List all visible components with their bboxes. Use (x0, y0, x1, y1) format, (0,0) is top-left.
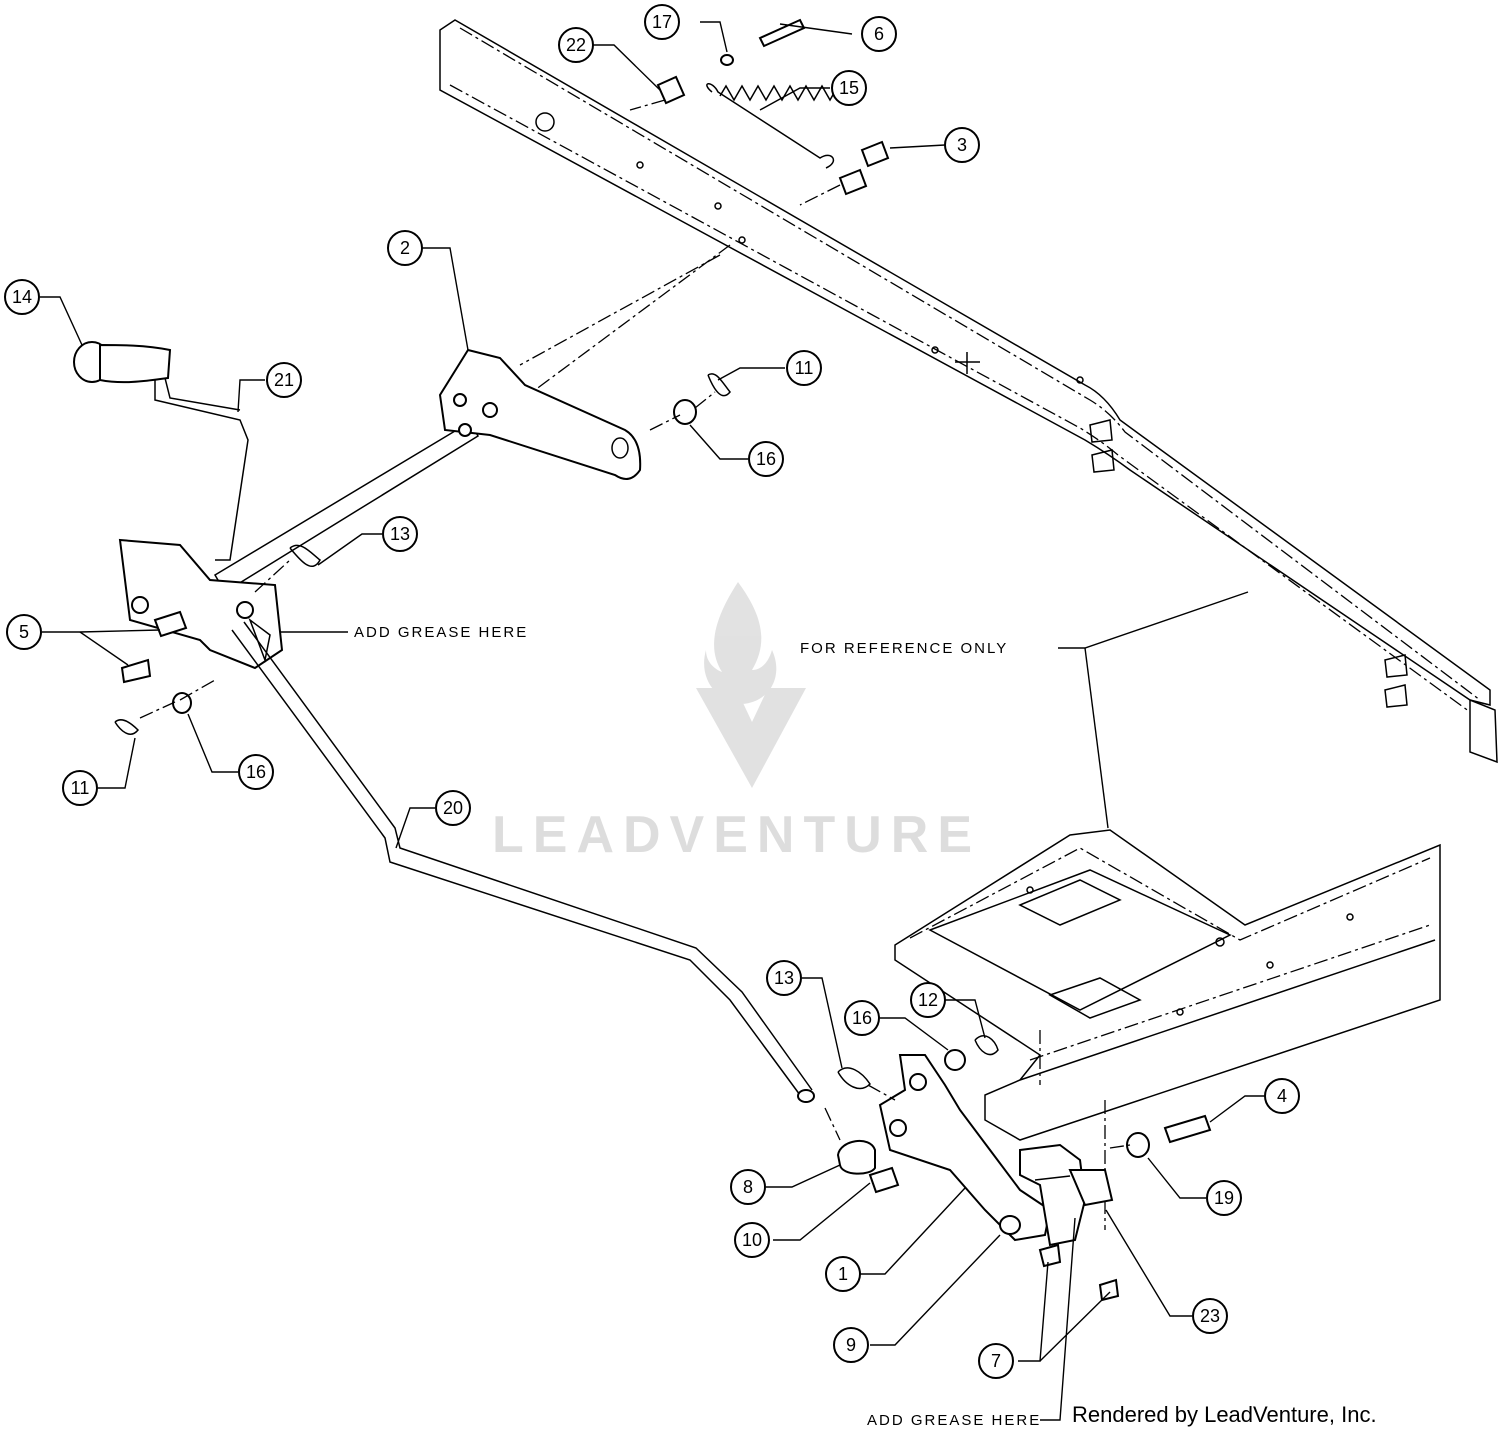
lower-frame-plate (894, 829, 1441, 1230)
right-hardware (649, 373, 731, 431)
callout-label: 19 (1214, 1188, 1234, 1208)
callout-label: 23 (1200, 1306, 1220, 1326)
callout-label: 6 (874, 24, 884, 44)
lift-arm (438, 348, 642, 480)
callout-10: 10 (734, 1222, 770, 1258)
callout-6: 6 (861, 16, 897, 52)
leader-lines (40, 21, 1265, 1421)
callout-label: 5 (19, 622, 29, 642)
callout-15: 15 (831, 70, 867, 106)
callout-label: 9 (846, 1335, 856, 1355)
callout-23: 23 (1192, 1298, 1228, 1334)
callout-label: 20 (443, 798, 463, 818)
callout-8: 8 (730, 1169, 766, 1205)
callout-label: 11 (795, 358, 814, 378)
callout-7: 7 (978, 1343, 1014, 1379)
callout-label: 12 (918, 990, 938, 1010)
callout-13-upper: 13 (382, 516, 418, 552)
callout-label: 16 (756, 449, 776, 469)
callout-11-lower: 11 (62, 770, 98, 806)
callout-label: 15 (839, 78, 859, 98)
callout-label: 11 (71, 778, 90, 798)
callout-label: 2 (400, 238, 410, 258)
render-credit: Rendered by LeadVenture, Inc. (1072, 1402, 1377, 1427)
callout-label: 13 (774, 968, 794, 988)
upper-frame-rail (439, 19, 1498, 764)
callout-12: 12 (910, 982, 946, 1018)
callout-label: 13 (390, 524, 410, 544)
cross-shaft (213, 420, 480, 594)
v-logo-icon (696, 688, 806, 788)
callout-3: 3 (944, 127, 980, 163)
callout-label: 21 (274, 370, 294, 390)
callout-17: 17 (644, 4, 680, 40)
callout-1: 1 (825, 1256, 861, 1292)
grease-note-upper: ADD GREASE HERE (354, 624, 528, 641)
callout-16-left: 16 (238, 754, 274, 790)
left-bracket (114, 538, 321, 735)
lower-lift-bracket (824, 1035, 1212, 1302)
callout-22: 22 (558, 27, 594, 63)
callout-5: 5 (6, 614, 42, 650)
callout-19: 19 (1206, 1180, 1242, 1216)
callout-label: 10 (742, 1230, 762, 1250)
leadventure-watermark: LEADVENTURE (492, 582, 981, 864)
callout-16-upper: 16 (748, 441, 784, 477)
callout-label: 22 (566, 35, 586, 55)
callout-14: 14 (4, 279, 40, 315)
callout-9: 9 (833, 1327, 869, 1363)
watermark-text: LEADVENTURE (492, 806, 981, 864)
callout-label: 1 (838, 1264, 848, 1284)
grease-note-lower: ADD GREASE HERE (867, 1412, 1041, 1429)
callout-11-upper: 11 (786, 350, 822, 386)
callout-label: 16 (852, 1008, 872, 1028)
callout-2: 2 (387, 230, 423, 266)
callout-13-lower: 13 (766, 960, 802, 996)
flame-logo-icon (704, 582, 777, 704)
callout-20: 20 (435, 790, 471, 826)
callout-label: 17 (652, 12, 672, 32)
callout-21: 21 (266, 362, 302, 398)
callout-label: 3 (957, 135, 967, 155)
spring-part (706, 83, 847, 169)
callout-4: 4 (1264, 1078, 1300, 1114)
small-hardware (629, 18, 890, 206)
callout-16-lower: 16 (844, 1000, 880, 1036)
reference-note: FOR REFERENCE ONLY (800, 640, 1008, 657)
callout-label: 16 (246, 762, 266, 782)
callout-label: 14 (12, 287, 32, 307)
callout-label: 8 (743, 1177, 753, 1197)
callout-label: 4 (1277, 1086, 1287, 1106)
link-rod (231, 621, 815, 1103)
lift-handle (73, 341, 249, 561)
callout-label: 7 (991, 1351, 1001, 1371)
